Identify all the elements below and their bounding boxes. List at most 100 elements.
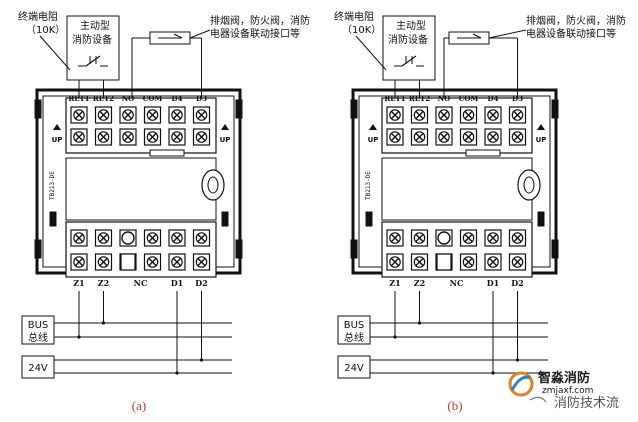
mounting-hole-inner (523, 176, 535, 194)
adjust-screw (121, 231, 135, 245)
top-lower-screw-slot (390, 132, 400, 142)
linkage-device-label-2: 电器设备联动接口等 (210, 27, 300, 40)
housing-tab (350, 239, 358, 259)
top-lower-screw-slot (172, 132, 182, 142)
bottom-terminal-strip (65, 221, 217, 278)
linkage-pointer (189, 29, 211, 39)
junction-dot (101, 321, 106, 325)
bottom-terminal-label-z2: Z2 (414, 278, 425, 288)
top-upper-screw-slot (197, 110, 206, 120)
active-device-box (382, 15, 436, 81)
junction-dot (417, 321, 422, 325)
active-device-label-2: 消防设备 (388, 33, 428, 46)
module-model-label: TB213-DE (365, 171, 372, 200)
terminating-resistor-label: 终端电阻 (18, 10, 58, 23)
top-terminal-label-ret1: RET1 (68, 94, 89, 103)
top-terminal-label-d3: D3 (196, 94, 207, 103)
adjust-screw (437, 231, 451, 245)
junction-dot (199, 358, 204, 362)
junction-dot (393, 335, 397, 339)
logo-icon-swoosh (510, 375, 531, 391)
top-upper-screw-slot (123, 110, 133, 120)
side-clip (221, 211, 229, 227)
power-box (21, 355, 55, 379)
linkage-device-label: 排烟阀，防火阀，消防 (526, 14, 626, 27)
top-lower-screw-slot (439, 132, 449, 142)
bottom-upper-screw-slot (390, 233, 400, 243)
junction-dot (515, 358, 520, 362)
housing-tab (551, 99, 559, 119)
bottom-upper-screw-slot (172, 233, 182, 243)
bottom-terminal-label-z1: Z1 (389, 278, 400, 288)
active-device-label: 主动型 (396, 19, 426, 32)
bottom-terminal-label-d1: D1 (487, 278, 500, 288)
linkage-device-label-2: 电器设备联动接口等 (526, 27, 616, 40)
linkage-symbol (173, 33, 183, 39)
bus-label: BUS (28, 320, 49, 331)
top-lower-screw-slot (415, 132, 424, 142)
up-arrow-icon (537, 124, 545, 130)
top-upper-screw-slot (439, 110, 449, 120)
diagram-caption: (a) (132, 398, 146, 413)
bottom-lower-screw-slot (172, 257, 182, 267)
up-arrow-icon (53, 124, 61, 130)
bottom-lower-screw-slot (74, 257, 84, 267)
side-clip (365, 211, 373, 227)
bottom-lower-screw-slot (464, 257, 473, 267)
side-clip (537, 211, 545, 227)
junction-dot (77, 335, 81, 339)
top-lower-screw-slot (513, 132, 522, 142)
junction-dot (491, 371, 495, 375)
bus-box (337, 315, 371, 345)
up-arrow-icon (221, 124, 229, 130)
diagram-caption: (b) (447, 398, 462, 413)
top-terminal-label-d3: D3 (512, 94, 523, 103)
resistor-value-label: （10K） (342, 24, 381, 36)
active-device-box (66, 15, 120, 81)
housing-tab (551, 239, 559, 259)
switch-blade (401, 55, 417, 67)
bottom-terminal-label-d2: D2 (511, 278, 524, 288)
watermark-tagline: 消防技术流 (554, 395, 619, 411)
bottom-lower-screw-slot (513, 257, 522, 267)
bottom-lower-screw-slot (488, 257, 498, 267)
up-arrow-icon (369, 124, 377, 130)
bottom-upper-screw-slot (488, 233, 498, 243)
top-upper-screw-slot (464, 110, 473, 120)
bottom-upper-screw-slot (464, 233, 473, 243)
linkage-symbol (472, 33, 482, 39)
module-model-label: TB213-DE (49, 171, 56, 200)
active-device-label: 主动型 (80, 19, 110, 32)
top-lower-screw-slot (488, 132, 498, 142)
bottom-upper-screw-slot (74, 233, 84, 243)
bottom-terminal-strip (381, 221, 533, 278)
bottom-lower-screw-slot (99, 257, 108, 267)
top-lower-screw-slot (464, 132, 473, 142)
top-terminal-label-no: NO (122, 94, 135, 103)
bottom-terminal-label-z1: Z1 (73, 278, 84, 288)
housing-tab (235, 99, 243, 119)
up-arrow-label: UP (52, 136, 63, 144)
wechat-icon (529, 396, 547, 403)
up-arrow-label-right: UP (536, 136, 547, 144)
up-arrow-label-right: UP (220, 136, 231, 144)
top-lower-screw-slot (148, 132, 157, 142)
power-label: 24V (344, 363, 364, 374)
top-lower-screw-slot (197, 132, 206, 142)
up-arrow-label: UP (368, 136, 379, 144)
top-lower-screw-slot (123, 132, 133, 142)
housing-tab (34, 239, 42, 259)
top-upper-screw-slot (148, 110, 157, 120)
linkage-device-label: 排烟阀，防火阀，消防 (210, 14, 310, 27)
bottom-upper-screw-slot (513, 233, 522, 243)
top-terminal-label-com: COM (143, 94, 163, 103)
top-upper-screw-slot (513, 110, 522, 120)
housing-tab (235, 239, 243, 259)
nc-socket (436, 253, 452, 271)
switch-blade (85, 55, 101, 67)
bottom-upper-screw-slot (197, 233, 206, 243)
bottom-lower-screw-slot (390, 257, 400, 267)
